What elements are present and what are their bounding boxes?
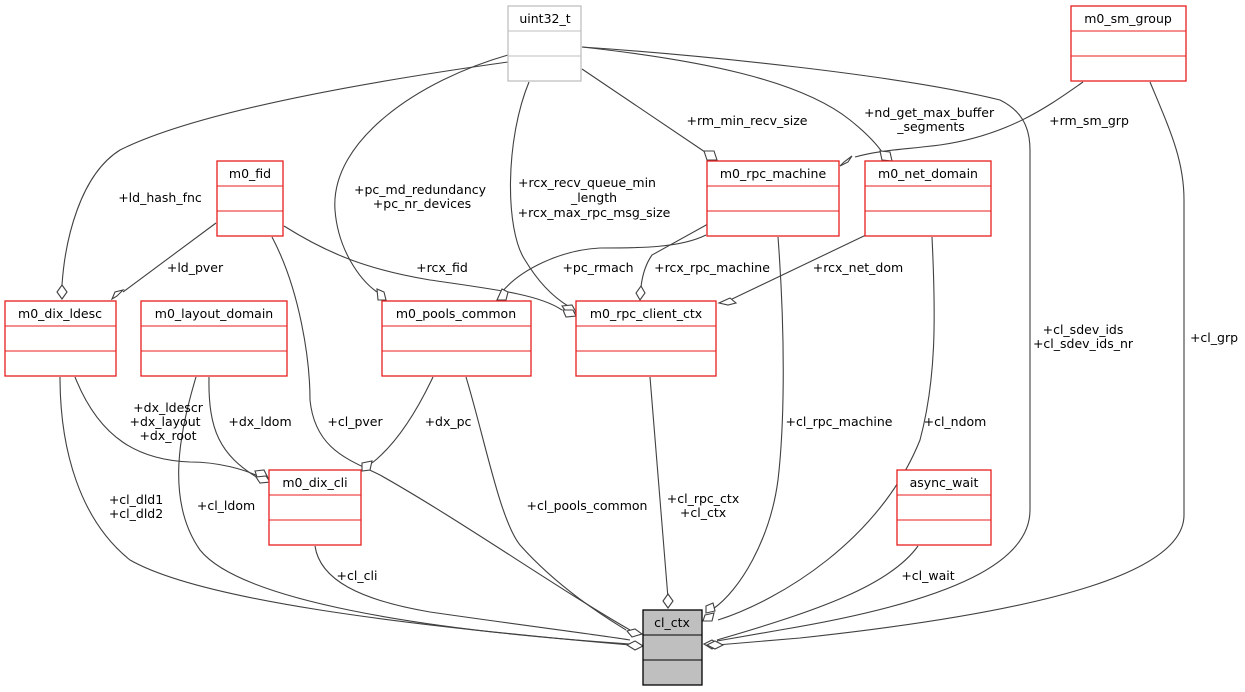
edge-label-cl-pools-common: +cl_pools_common: [527, 498, 648, 513]
node-uint32-t[interactable]: uint32_t: [507, 5, 582, 82]
edge-cl-ndom: [717, 236, 935, 621]
node-title: uint32_t: [519, 11, 570, 26]
edge-cl-wait: [716, 545, 919, 641]
edge-cl-ldom: [178, 376, 631, 645]
edge-cl-pver: [271, 236, 631, 631]
edge-pc-md: [334, 54, 509, 293]
node-title: m0_rpc_client_ctx: [590, 306, 702, 321]
edge-label-rcx-recv: +rcx_recv_queue_min _length +rcx_max_rpc…: [518, 175, 671, 220]
node-async-wait[interactable]: async_wait: [896, 469, 992, 546]
edge-pc-rmach: [501, 234, 707, 293]
diamond-icon: [625, 640, 645, 651]
node-title: m0_layout_domain: [155, 306, 273, 321]
edge-labels: +ld_hash_fnc +pc_md_redundancy +pc_nr_de…: [109, 105, 1238, 583]
edge-label-rm-min-recv-size: +rm_min_recv_size: [687, 113, 808, 128]
edge-label-cl-grp: +cl_grp: [1190, 330, 1238, 345]
edge-label-rcx-net-dom: +rcx_net_dom: [813, 260, 903, 275]
edge-label-cl-sdev: +cl_sdev_ids +cl_sdev_ids_nr: [1033, 322, 1134, 351]
edge-dx-ldom: [208, 376, 259, 479]
edge-label-rcx-rpc-machine: +rcx_rpc_machine: [654, 260, 770, 275]
node-cl-ctx[interactable]: cl_ctx: [642, 609, 703, 686]
diamond-icon: [705, 640, 725, 650]
edge-ld-hash-fnc: [61, 61, 509, 286]
diamond-icon: [703, 150, 718, 161]
diamond-icon: [376, 288, 387, 301]
edge-label-ld-pver: +ld_pver: [167, 260, 224, 275]
diamond-icon: [705, 602, 716, 614]
node-m0-dix-cli[interactable]: m0_dix_cli: [268, 469, 362, 546]
edge-cl-rpc-machine: [712, 236, 784, 610]
edge-label-rm-sm-grp: +rm_sm_grp: [1049, 113, 1129, 128]
node-title: m0_dix_ldesc: [18, 306, 102, 321]
diamond-icon: [562, 309, 577, 318]
node-m0-pools-common[interactable]: m0_pools_common: [381, 300, 532, 377]
edge-cl-cli: [314, 545, 631, 641]
edge-nd-get-max: [581, 46, 883, 153]
edge-label-dx-ldescr: +dx_ldescr +dx_layout +dx_root: [129, 400, 206, 443]
edge-dx-pc: [371, 376, 434, 464]
diamond-icon: [626, 628, 644, 638]
edge-rcx-net-dom: [729, 234, 867, 301]
edge-label-cl-ldom: +cl_ldom: [197, 498, 255, 513]
diamond-icon: [496, 288, 509, 301]
edges: [59, 46, 1185, 646]
node-title: m0_sm_group: [1084, 11, 1172, 26]
diamond-icon: [702, 612, 715, 622]
diamond-icon: [839, 155, 853, 167]
node-m0-rpc-client-ctx[interactable]: m0_rpc_client_ctx: [575, 300, 717, 377]
node-m0-dix-ldesc[interactable]: m0_dix_ldesc: [4, 300, 117, 377]
node-m0-net-domain[interactable]: m0_net_domain: [864, 160, 992, 237]
node-title: cl_ctx: [654, 615, 690, 630]
edge-label-pc-md: +pc_md_redundancy +pc_nr_devices: [354, 182, 490, 211]
diamond-icon: [56, 284, 68, 300]
node-title: async_wait: [910, 475, 979, 490]
diamond-icon: [361, 460, 373, 472]
edge-cl-grp: [716, 81, 1185, 646]
edge-label-ld-hash-fnc: +ld_hash_fnc: [118, 190, 202, 205]
node-title: m0_fid: [229, 166, 271, 181]
node-title: m0_pools_common: [396, 306, 516, 321]
edge-label-nd-get-max: +nd_get_max_buffer _segments: [864, 105, 998, 134]
node-m0-sm-group[interactable]: m0_sm_group: [1070, 5, 1187, 82]
edge-label-rcx-fid: +rcx_fid: [416, 260, 468, 275]
edge-label-dx-pc: +dx_pc: [425, 414, 472, 429]
edge-rcx-rpc-machine: [640, 223, 709, 288]
edge-rm-min-recv: [581, 68, 706, 153]
node-m0-fid[interactable]: m0_fid: [216, 160, 284, 237]
diamond-icon: [879, 150, 893, 162]
node-m0-rpc-machine[interactable]: m0_rpc_machine: [706, 160, 840, 237]
diamond-icon: [717, 297, 738, 306]
edge-label-dx-ldom: +dx_ldom: [228, 414, 291, 429]
edge-rcx-fid: [283, 225, 563, 311]
node-m0-layout-domain[interactable]: m0_layout_domain: [140, 300, 288, 377]
node-title: m0_dix_cli: [282, 475, 347, 490]
edge-cl-sdev: [581, 46, 1031, 642]
edge-label-cl-cli: +cl_cli: [337, 568, 378, 583]
edge-label-pc-rmach: +pc_rmach: [562, 260, 633, 275]
edge-ld-pver: [122, 222, 217, 293]
edge-label-cl-wait: +cl_wait: [901, 568, 954, 583]
diamond-icon: [110, 288, 125, 301]
edge-cl-rpc-ctx: [649, 376, 669, 599]
edge-label-cl-pver: +cl_pver: [327, 414, 383, 429]
diamond-icon: [635, 284, 646, 302]
edge-label-cl-ndom: +cl_ndom: [924, 414, 987, 429]
edge-label-cl-rpc-machine: +cl_rpc_machine: [786, 414, 893, 429]
edge-label-cl-rpc-ctx: +cl_rpc_ctx +cl_ctx: [667, 491, 743, 520]
nodes: uint32_t m0_sm_group m0_fid m0_rpc_machi…: [4, 5, 1187, 686]
edge-rcx-recv: [509, 81, 569, 307]
node-title: m0_rpc_machine: [720, 166, 827, 181]
edge-label-cl-dld: +cl_dld1 +cl_dld2: [109, 492, 167, 521]
edge-cl-pools-common: [465, 376, 627, 631]
diamond-icon: [662, 593, 674, 609]
node-title: m0_net_domain: [878, 166, 978, 181]
